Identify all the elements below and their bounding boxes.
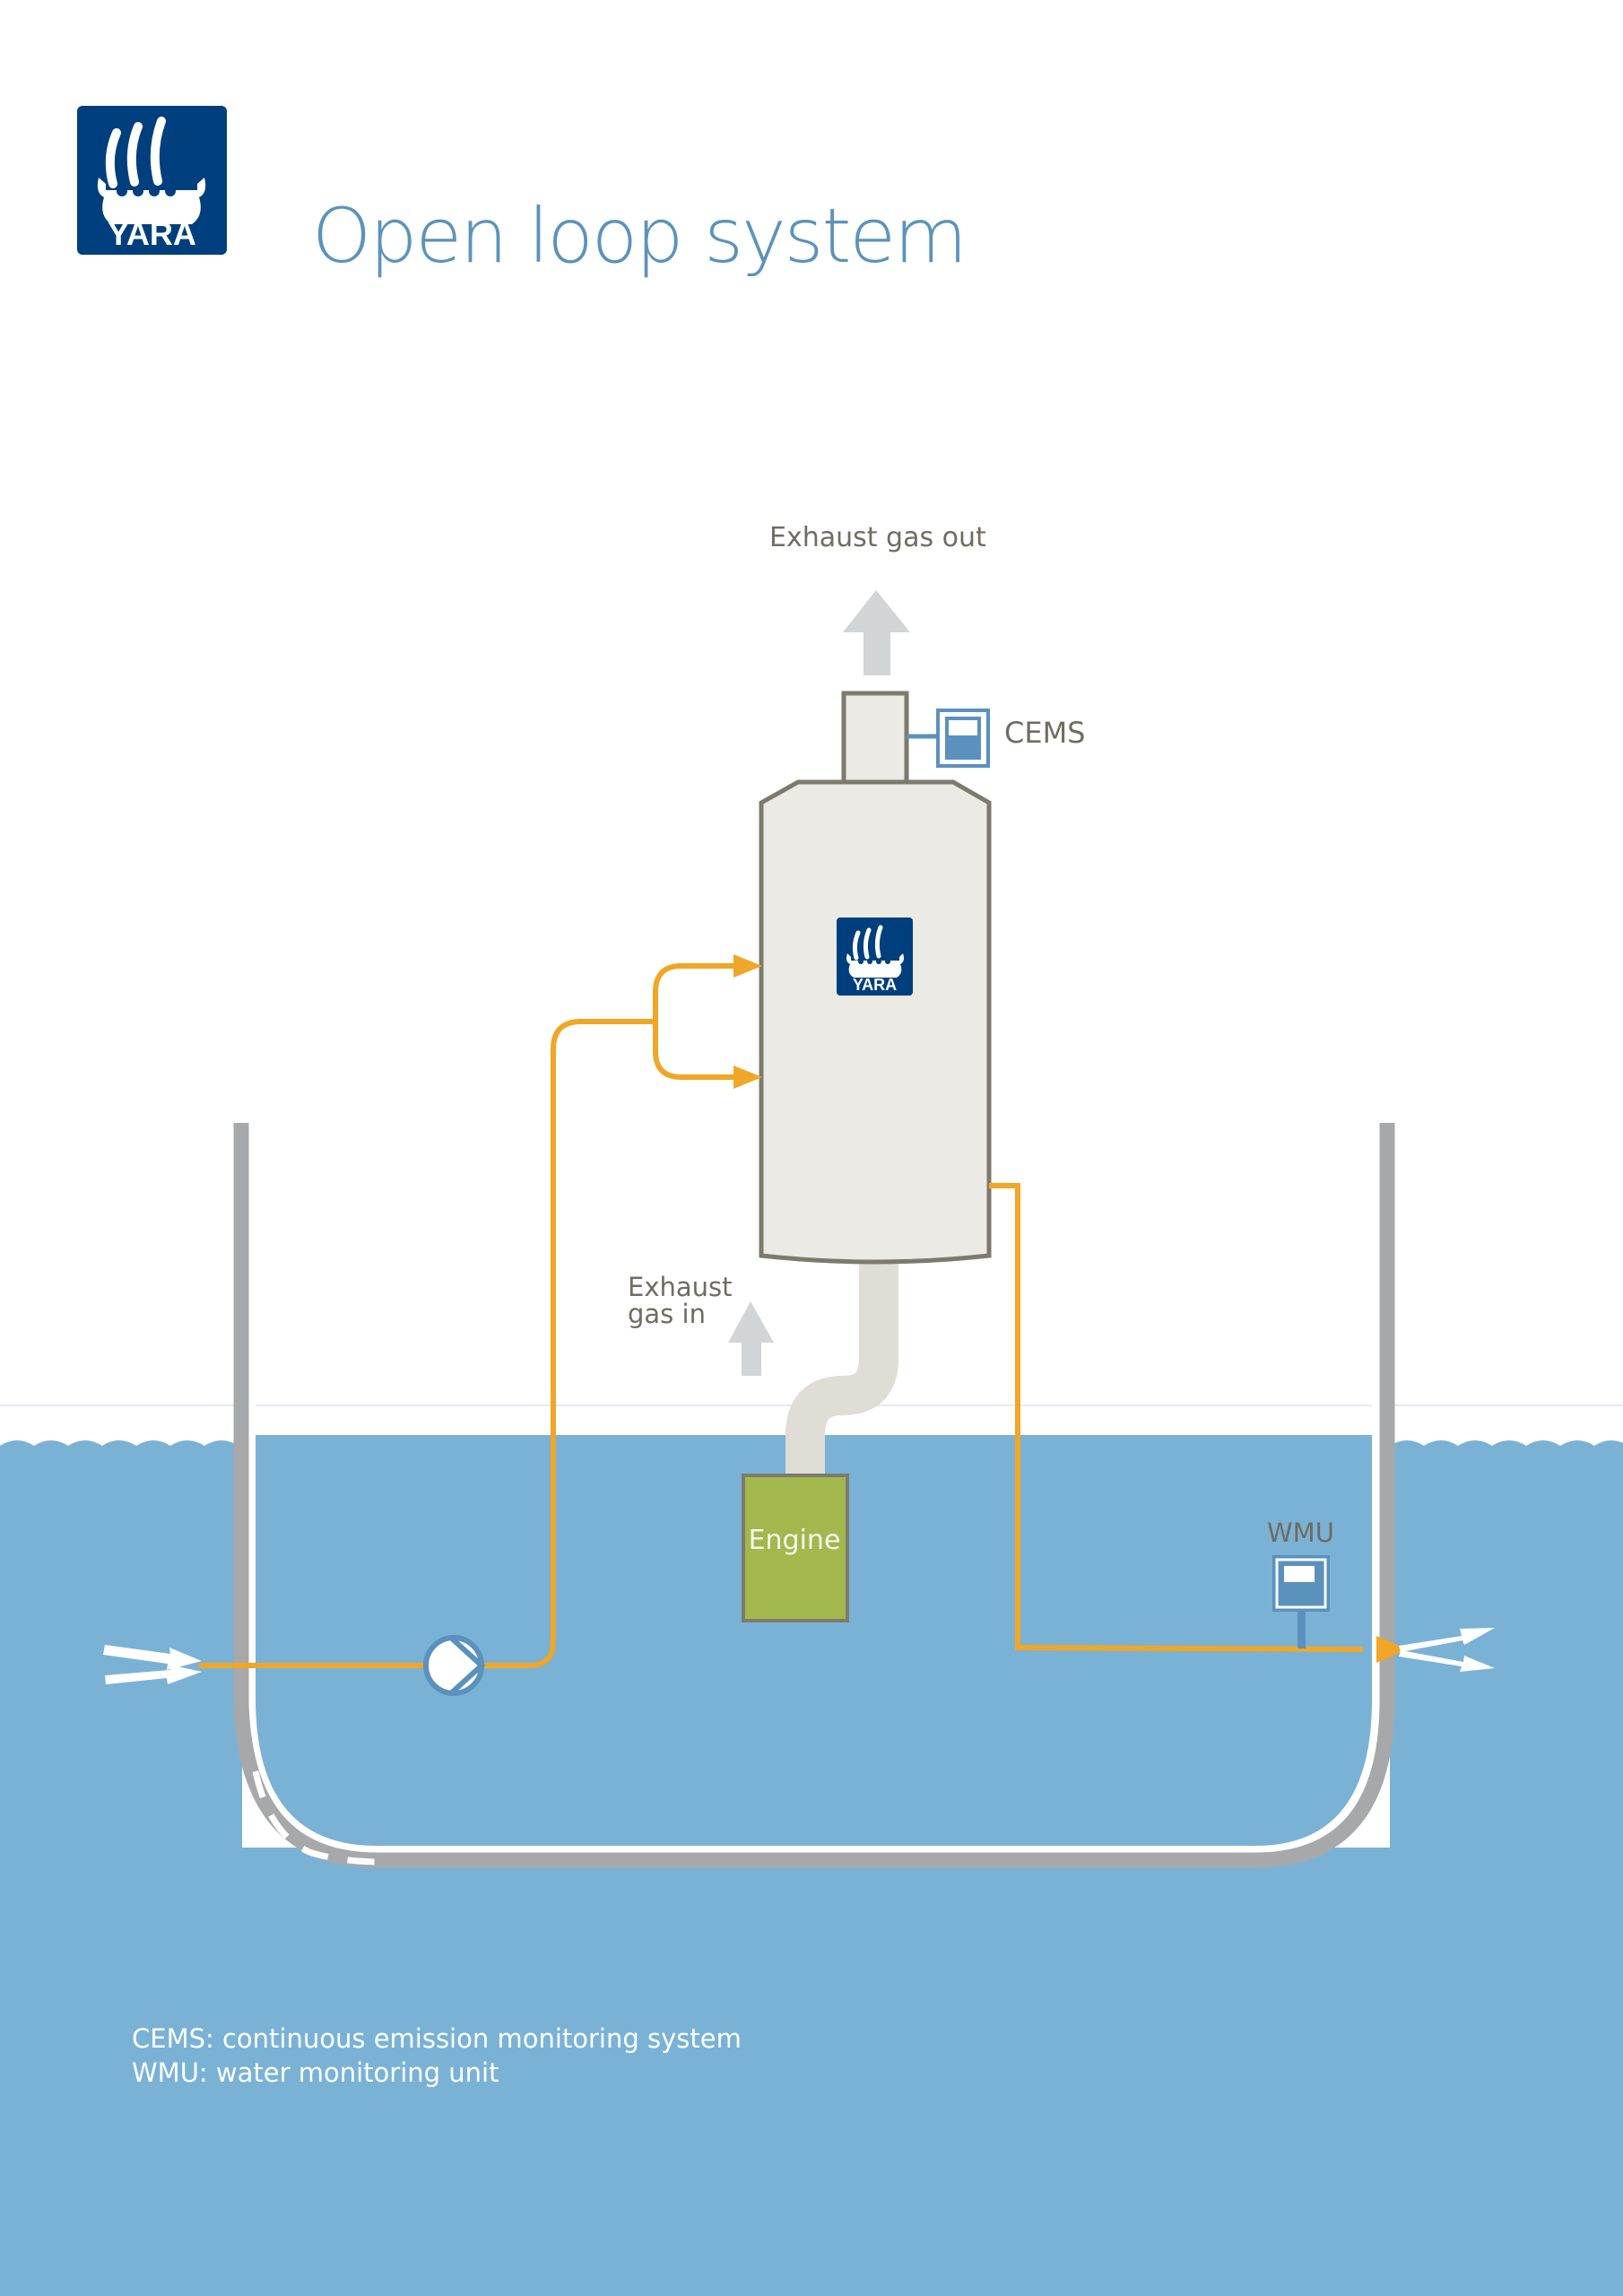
scrubber <box>759 691 992 1265</box>
exhaust-in-label-line2: gas in <box>628 1299 706 1329</box>
wmu-label: WMU <box>1267 1518 1334 1548</box>
cems-monitor-icon <box>907 709 990 768</box>
water-inlet-arrows-icon <box>103 1645 202 1684</box>
inlet-arrowhead-upper <box>733 954 762 978</box>
brand-wordmark: YARA <box>108 215 196 252</box>
yara-logo-icon <box>77 106 227 255</box>
water-outlet-pipe <box>989 1183 1364 1652</box>
sea-water-right <box>1390 1440 1623 2296</box>
exhaust-in-arrow-icon <box>728 1301 774 1376</box>
scrubber-yara-logo-icon <box>837 918 913 996</box>
sea-under-hull <box>233 1848 1399 2296</box>
hull-dashed-section <box>252 1770 378 1866</box>
ship-hull <box>233 1123 1395 1868</box>
scrubber-brand-wordmark: YARA <box>852 976 898 994</box>
sea <box>0 1405 1623 2296</box>
water-inlet-pipe <box>199 963 735 1668</box>
sea-hull-sides <box>242 1435 1388 1861</box>
outlet-arrowhead <box>1376 1636 1408 1663</box>
engine-block <box>742 1474 849 1622</box>
exhaust-out-label: Exhaust gas out <box>769 522 986 553</box>
scrubber-stack <box>841 691 909 785</box>
exhaust-in-label: Exhaust gas in <box>628 1274 733 1327</box>
legend-item-cems: CEMS: continuous emission monitoring sys… <box>132 2023 742 2054</box>
page-title: Open loop system <box>312 192 968 280</box>
inlet-arrowhead-lower <box>733 1065 762 1089</box>
pump-icon <box>423 1635 486 1696</box>
exhaust-in-label-line1: Exhaust <box>628 1272 733 1302</box>
wmu-monitor-icon <box>1272 1555 1330 1648</box>
water-outlet-arrows-icon <box>1399 1628 1495 1672</box>
cems-label: CEMS <box>1004 716 1086 750</box>
exhaust-out-arrow-icon <box>843 590 910 675</box>
engine-label: Engine <box>748 1525 841 1556</box>
sea-water <box>0 1437 242 2296</box>
exhaust-pipe <box>785 1259 898 1475</box>
legend-item-wmu: WMU: water monitoring unit <box>132 2057 499 2088</box>
